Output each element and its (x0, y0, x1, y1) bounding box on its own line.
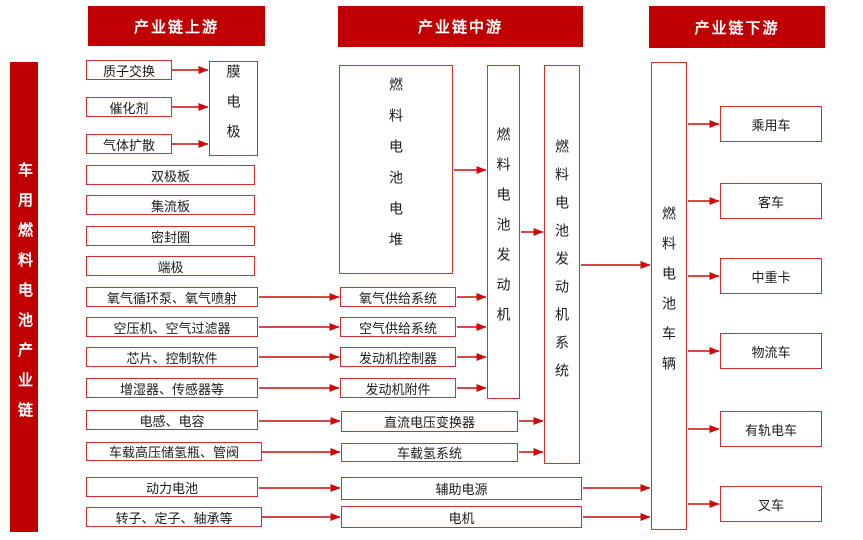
industry-chain-title-banner: 车用燃料电池产业链 (10, 62, 38, 532)
node-catalyst: 催化剂 (86, 97, 172, 117)
node-fuel-cell-engine-system: 燃料电池发动机系统 (544, 65, 580, 464)
node-bipolar-plate: 双极板 (86, 165, 255, 185)
node-tram: 有轨电车 (720, 411, 822, 447)
industry-chain-title: 车用燃料电池产业链 (16, 162, 33, 432)
node-seal-ring: 密封圈 (86, 226, 255, 246)
node-inductor-capacitor: 电感、电容 (86, 410, 258, 430)
header-downstream: 产业链下游 (649, 6, 825, 48)
node-end-plate: 端极 (86, 256, 255, 276)
node-current-collector-plate: 集流板 (86, 195, 255, 215)
node-power-battery: 动力电池 (86, 477, 258, 497)
node-onboard-hydrogen-system: 车载氢系统 (341, 443, 518, 462)
header-midstream: 产业链中游 (338, 6, 583, 47)
node-hydrogen-bottle-valves: 车载高压储氢瓶、管阀 (86, 442, 262, 461)
node-fuel-cell-stack: 燃料电池电堆 (339, 65, 453, 274)
node-motor: 电机 (341, 506, 582, 528)
node-air-compressor-filter: 空压机、空气过滤器 (86, 317, 258, 337)
header-upstream: 产业链上游 (88, 6, 265, 46)
node-bus: 客车 (720, 183, 822, 219)
node-engine-accessories: 发动机附件 (340, 378, 456, 398)
node-passenger-car: 乘用车 (720, 106, 822, 142)
node-dc-voltage-converter: 直流电压变换器 (341, 411, 518, 432)
node-engine-controller: 发动机控制器 (340, 347, 456, 367)
node-membrane-electrode: 膜电极 (209, 61, 258, 156)
node-rotor-stator-bearing: 转子、定子、轴承等 (86, 507, 262, 527)
node-oxygen-supply-system: 氧气供给系统 (340, 287, 456, 307)
node-fuel-cell-engine: 燃料电池发动机 (487, 65, 520, 399)
node-gas-diffusion: 气体扩散 (86, 134, 172, 154)
node-proton-exchange: 质子交换 (86, 60, 172, 80)
node-logistics-vehicle: 物流车 (720, 333, 822, 369)
node-air-supply-system: 空气供给系统 (340, 317, 456, 337)
node-chip-control-software: 芯片、控制软件 (86, 347, 258, 367)
node-auxiliary-power: 辅助电源 (341, 477, 582, 500)
node-medium-heavy-truck: 中重卡 (720, 258, 822, 294)
node-humidifier-sensors: 增湿器、传感器等 (86, 378, 258, 398)
node-fuel-cell-vehicle: 燃料电池车辆 (651, 62, 687, 530)
node-oxygen-pump-injection: 氧气循环泵、氧气喷射 (86, 287, 258, 307)
node-forklift: 叉车 (720, 486, 822, 522)
